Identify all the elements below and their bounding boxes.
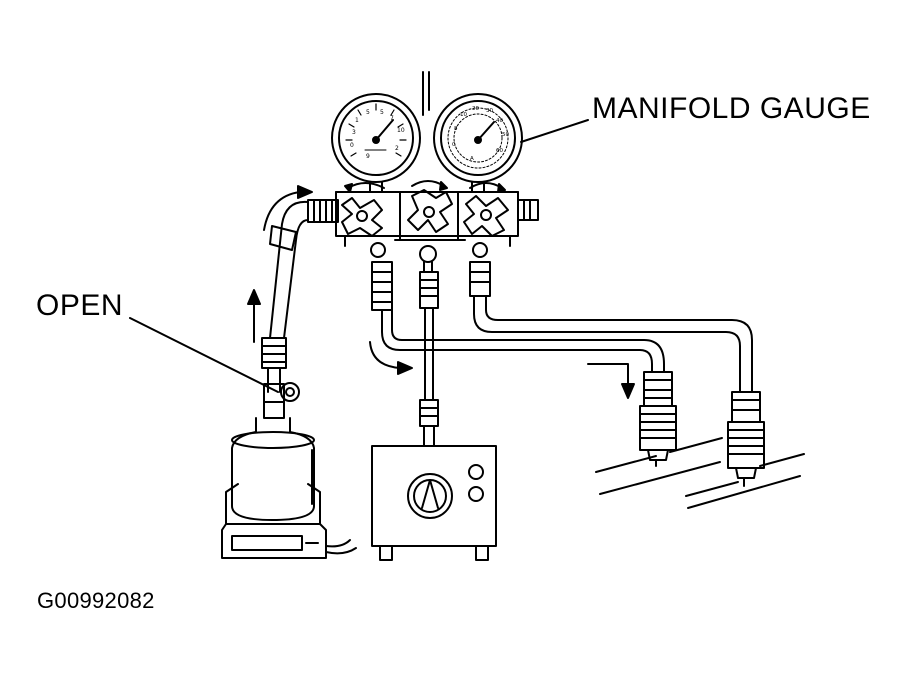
refrigerant-hose [261,200,309,393]
high-side-valve-handle[interactable] [463,195,509,237]
high-pressure-gauge: 10 20 30 40 50 8 0 60A [433,93,523,193]
high-side-hose [469,242,753,393]
svg-text:9: 9 [366,153,370,160]
manifold-gauge-leader [520,119,589,143]
svg-text:40: 40 [496,118,503,124]
flow-arrow-up [247,289,261,343]
high-side-service-coupler [727,391,765,487]
vacuum-pump [371,445,497,561]
svg-text:3: 3 [352,129,356,136]
svg-text:10: 10 [460,112,467,118]
right-port-fitting [517,199,539,221]
svg-text:A: A [470,156,474,162]
refrigerant-container [231,417,315,521]
svg-text:60: 60 [496,148,503,154]
svg-text:1: 1 [355,117,359,124]
container-valve[interactable] [263,382,300,419]
svg-text:8: 8 [454,126,458,132]
svg-text:2: 2 [395,145,399,152]
low-side-hose [370,242,665,373]
low-side-valve-handle[interactable] [341,197,383,237]
open-label: OPEN [36,289,124,322]
svg-text:0: 0 [350,142,354,149]
svg-text:50: 50 [502,132,509,138]
flow-arrow-curve [263,185,313,231]
left-port-fitting [307,199,339,223]
svg-text:20: 20 [472,106,479,112]
svg-text:30: 30 [486,108,493,114]
top-hanger-hose [422,71,430,116]
weighing-scale [221,483,357,559]
open-leader [129,317,279,393]
valve-rotation-arrows [344,180,506,193]
svg-text:0: 0 [452,142,456,148]
manifold-body [335,191,519,247]
svg-text:5: 5 [380,109,384,116]
center-hose [419,245,439,447]
svg-text:7: 7 [390,115,394,122]
svg-text:5: 5 [366,109,370,116]
figure-id: G00992082 [37,588,155,613]
svg-text:10: 10 [397,127,405,134]
low-side-service-coupler [639,371,677,467]
flow-arrow-right-hose [587,363,635,399]
manifold-gauge-label: MANIFOLD GAUGE [592,92,871,125]
center-valve-handle[interactable] [407,189,453,233]
flow-arrow-left-hose [369,341,413,375]
service-pipes [595,437,805,509]
